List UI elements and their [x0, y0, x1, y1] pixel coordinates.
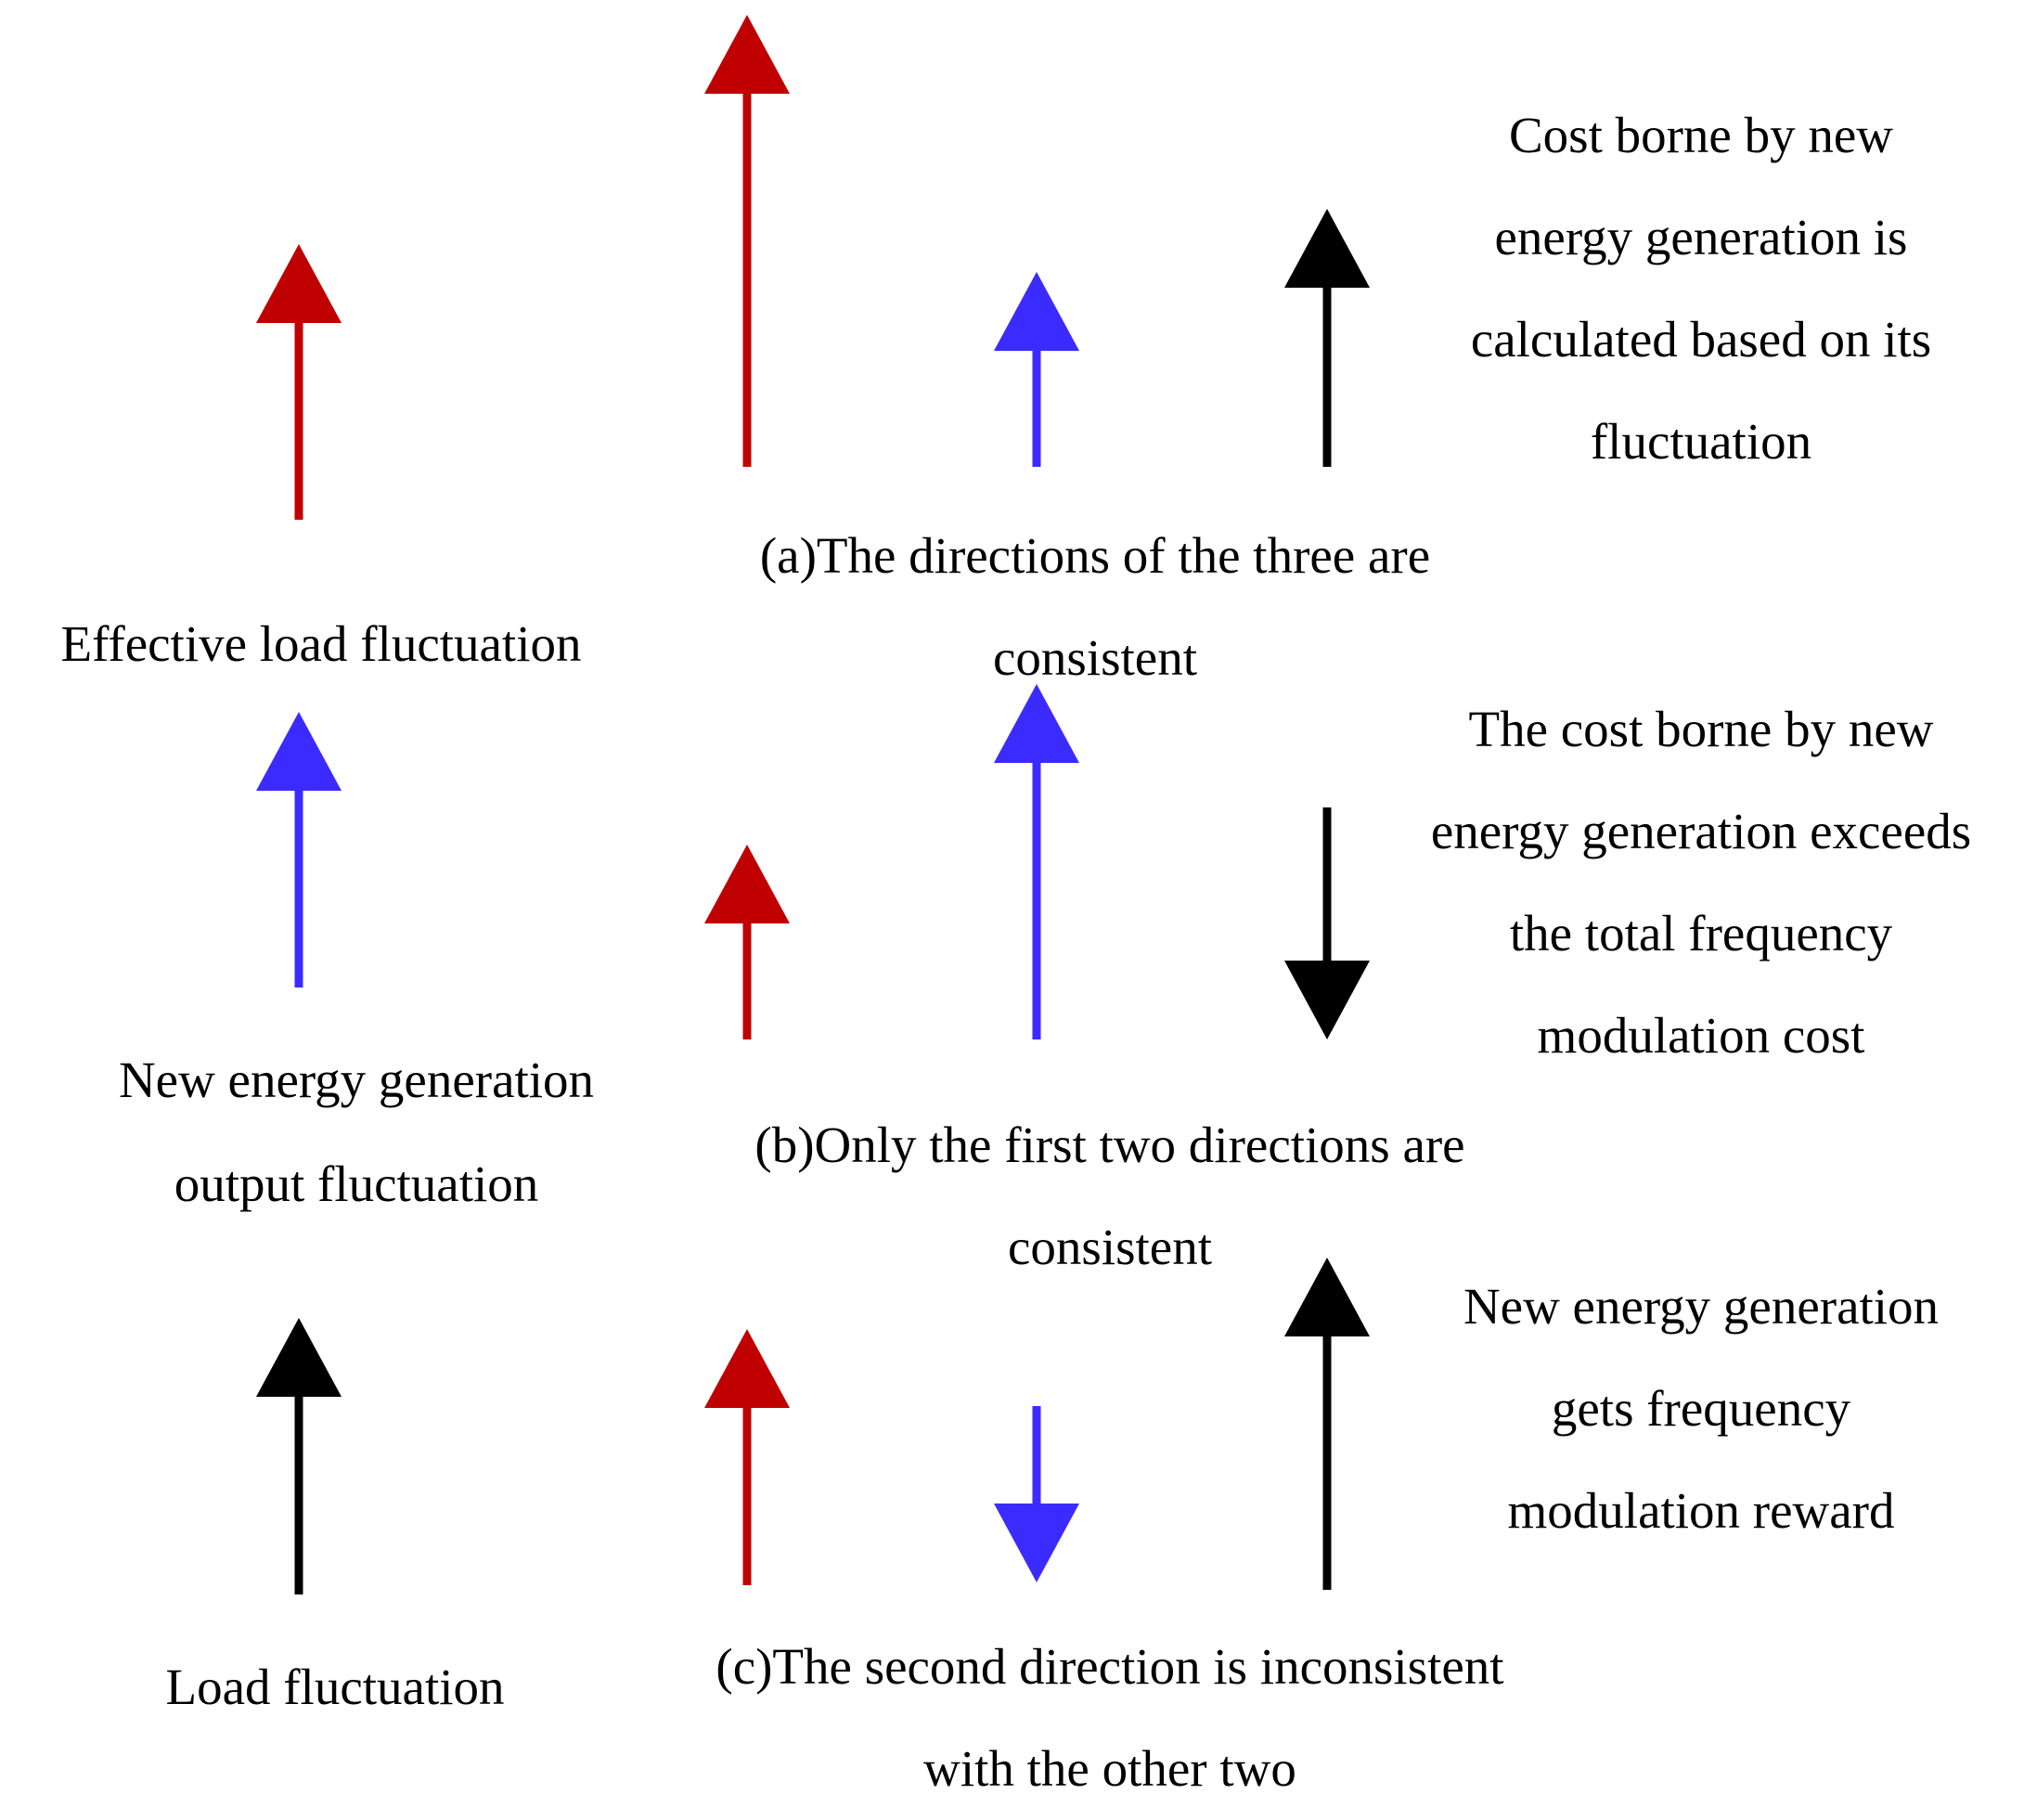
legend-label-new-energy-line2: output fluctuation: [174, 1155, 539, 1212]
case-b-note-line3: the total frequency: [1509, 905, 1893, 962]
case-a-note-line4: fluctuation: [1590, 413, 1812, 470]
case-b-red-arrow-up-icon: [704, 845, 790, 1039]
case-b-black-arrow-down-icon: [1284, 807, 1370, 1039]
case-b-caption-line1: (b)Only the first two directions are: [754, 1117, 1465, 1173]
case-b-note-line4: modulation cost: [1537, 1007, 1865, 1064]
case-a-black-arrow-up-icon: [1284, 209, 1370, 467]
case-c-blue-arrow-down-icon: [994, 1406, 1079, 1582]
case-b-caption-line2: consistent: [1008, 1219, 1212, 1275]
case-a-note-line3: calculated based on its: [1470, 311, 1932, 368]
case-c-black-arrow-up-icon: [1284, 1258, 1370, 1590]
case-b-note-line2: energy generation exceeds: [1430, 803, 1972, 859]
case-a-blue-arrow-up-icon: [994, 272, 1079, 467]
case-a-note-line1: Cost borne by new: [1509, 107, 1893, 163]
case-a-red-arrow-up-icon: [704, 15, 790, 467]
case-c-caption-line2: with the other two: [923, 1740, 1296, 1797]
case-c-red-arrow-up-icon: [704, 1329, 790, 1585]
legend-blue-arrow-icon: [256, 712, 342, 987]
case-a-note-line2: energy generation is: [1494, 209, 1908, 265]
case-a-caption-line1: (a)The directions of the three are: [759, 527, 1431, 584]
legend-label-new-energy-line1: New energy generation: [118, 1052, 595, 1108]
legend-red-arrow-icon: [256, 244, 342, 520]
case-c-caption-line1: (c)The second direction is inconsistent: [715, 1638, 1504, 1695]
case-a-caption-line2: consistent: [993, 629, 1197, 686]
case-c-note-line2: gets frequency: [1551, 1380, 1851, 1437]
case-c-note-line1: New energy generation: [1463, 1278, 1940, 1335]
case-b-note-line1: The cost borne by new: [1468, 701, 1934, 757]
case-b-blue-arrow-up-icon: [994, 684, 1079, 1039]
legend-label-load: Load fluctuation: [165, 1659, 505, 1715]
legend-black-arrow-icon: [256, 1318, 342, 1594]
legend-label-effective-load: Effective load fluctuation: [60, 615, 582, 672]
case-c-note-line3: modulation reward: [1507, 1482, 1895, 1539]
